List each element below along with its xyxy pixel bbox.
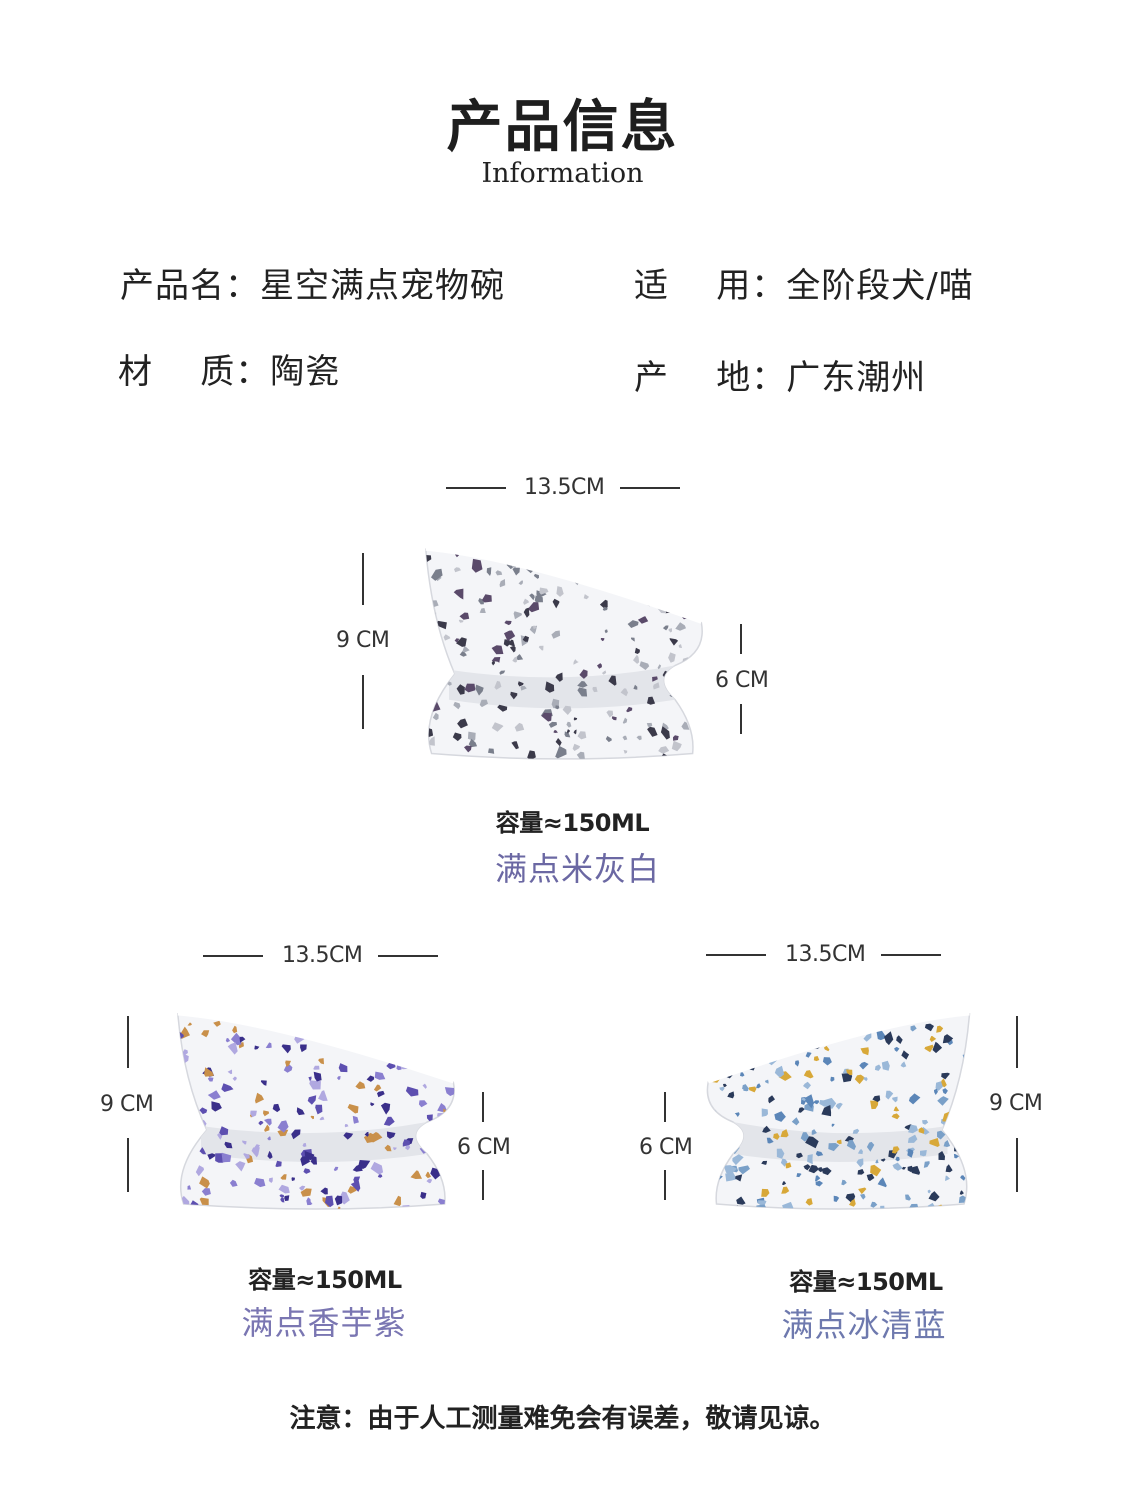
bowl-body [706, 1013, 971, 1210]
front-height-label: 6 CM [715, 668, 769, 693]
spec-product-name: 产品名：星空满点宠物碗 [120, 258, 505, 307]
bowl-body [424, 548, 703, 760]
back-height-line-bottom [127, 1138, 129, 1192]
front-height-line-top [664, 1092, 666, 1122]
color-name: 满点米灰白 [494, 850, 660, 888]
bowl-image-grey-white [424, 547, 703, 760]
spec-origin-value: 广东潮州 [786, 358, 927, 398]
width-label: 13.5CM [524, 475, 605, 500]
spec-name-label: 产品名： [120, 266, 260, 306]
back-height-label: 9 CM [100, 1092, 154, 1117]
front-height-line-top [740, 624, 742, 654]
spec-usage: 适 用：全阶段犬/喵 [634, 258, 974, 307]
capacity-label: 容量≈150ML [789, 1268, 943, 1296]
width-line-right [620, 487, 680, 489]
color-name: 满点香芋紫 [241, 1304, 407, 1342]
spec-material: 材 质：陶瓷 [118, 344, 340, 393]
width-line-right [378, 955, 438, 957]
measurement-note: 注意：由于人工测量难免会有误差，敬请见谅。 [289, 1404, 836, 1434]
spec-use-label: 适 用： [634, 266, 787, 306]
width-label: 13.5CM [282, 943, 363, 968]
front-height-label: 6 CM [457, 1135, 511, 1160]
back-height-label: 9 CM [336, 628, 390, 653]
front-height-line-bottom [482, 1170, 484, 1200]
capacity-label: 容量≈150ML [495, 809, 650, 837]
back-height-label: 9 CM [989, 1091, 1043, 1116]
bowl-body [176, 1013, 455, 1210]
front-height-label: 6 CM [639, 1135, 693, 1160]
spec-origin: 产 地：广东潮州 [634, 350, 926, 399]
bowl-image-ice-blue [706, 1012, 971, 1210]
width-line-right [881, 954, 941, 956]
width-label: 13.5CM [785, 942, 866, 967]
back-height-line-bottom [1016, 1138, 1018, 1192]
width-line-left [446, 487, 506, 489]
spec-use-value: 全阶段犬/喵 [786, 266, 974, 306]
spec-material-label: 材 质： [118, 352, 271, 392]
width-line-left [203, 955, 263, 957]
back-height-line-top [127, 1016, 129, 1068]
page-title: 产品信息 [446, 95, 679, 160]
capacity-label: 容量≈150ML [248, 1266, 402, 1294]
spec-origin-label: 产 地： [634, 358, 787, 398]
back-height-line-top [362, 553, 364, 605]
bowl-image-taro-purple [176, 1012, 455, 1210]
width-line-left [706, 954, 766, 956]
front-height-line-top [482, 1092, 484, 1122]
front-height-line-bottom [664, 1170, 666, 1200]
page-subtitle: Information [481, 158, 644, 189]
spec-name-value: 星空满点宠物碗 [260, 266, 505, 306]
front-height-line-bottom [740, 704, 742, 734]
color-name: 满点冰清蓝 [781, 1306, 947, 1344]
back-height-line-top [1016, 1016, 1018, 1068]
back-height-line-bottom [362, 675, 364, 729]
spec-material-value: 陶瓷 [270, 352, 341, 392]
